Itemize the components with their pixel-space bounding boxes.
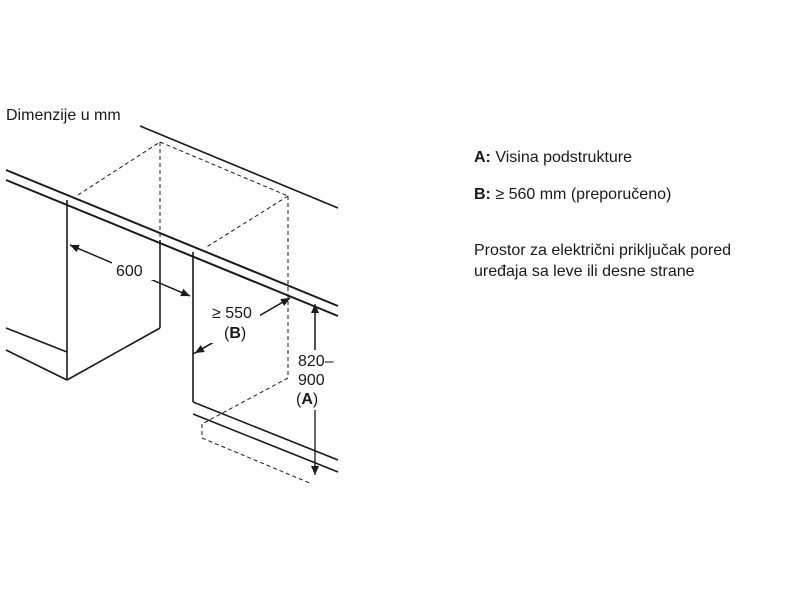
legend-key-b: B: [474, 186, 491, 203]
diagram-title: Dimenzije u mm [6, 107, 121, 124]
legend-note-line1: Prostor za električni priključak pored [474, 242, 731, 259]
legend-key-a: A: [474, 149, 491, 166]
legend-item-a: A: Visina podstrukture [474, 147, 632, 168]
legend-note-line2: uređaja sa leve ili desne strane [474, 263, 695, 280]
gap-label-bg [208, 303, 260, 343]
depth-label-bg [112, 258, 154, 280]
niche-back-wall [66, 240, 161, 381]
depth-label: 600 [116, 263, 143, 280]
gap-key: B [229, 325, 241, 342]
left-cabinet [5, 200, 68, 381]
gap-key-label: (B) [224, 325, 246, 342]
title-leader-line [139, 125, 339, 209]
legend-item-b: B: ≥ 560 mm (preporučeno) [474, 184, 671, 205]
height-label-line1: 820– [298, 353, 334, 370]
appliance-outline [77, 141, 313, 485]
height-label-line2: 900 [298, 372, 325, 389]
right-cabinet [192, 252, 339, 473]
height-key: A [301, 391, 313, 408]
legend-text-a: Visina podstrukture [495, 149, 633, 166]
height-key-label: (A) [296, 391, 318, 408]
legend-note: Prostor za električni priključak pored u… [474, 240, 731, 282]
gap-label: ≥ 550 [212, 305, 252, 322]
height-label-bg [295, 350, 341, 408]
countertop [5, 169, 339, 317]
legend-text-b: ≥ 560 mm (preporučeno) [495, 186, 672, 203]
